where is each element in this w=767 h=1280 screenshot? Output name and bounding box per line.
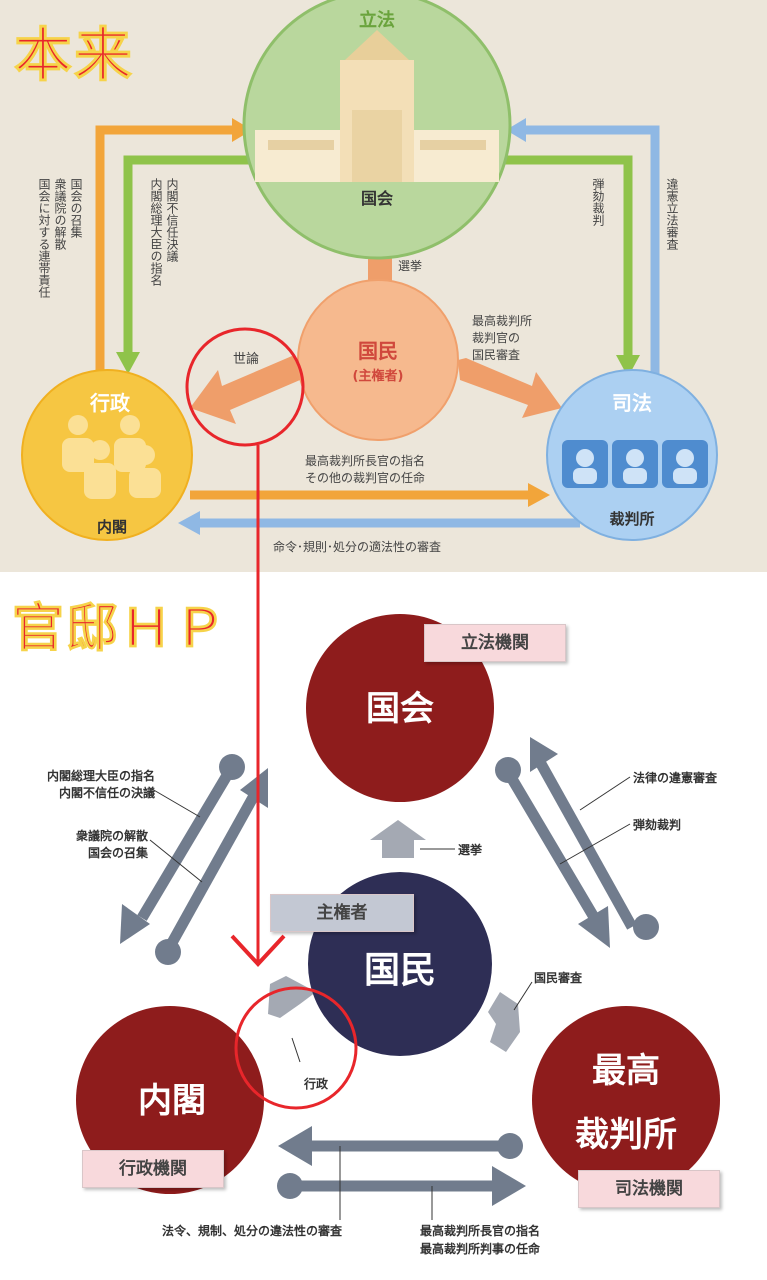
label-people-to-judiciary-3: 国民審査 — [472, 347, 520, 362]
legislature-title: 立法 — [359, 9, 395, 31]
arrow-legislature-to-judiciary — [502, 155, 633, 358]
arrowhead-judiciary-to-executive — [178, 511, 200, 535]
diet-label: 国会 — [366, 689, 434, 729]
arrowhead-legislature-to-judiciary — [616, 355, 640, 377]
label-people-to-judiciary-1: 最高裁判所 — [472, 313, 532, 328]
label-legislature-to-judiciary: 弾劾裁判 — [591, 178, 605, 227]
arrowhead-legislature-to-executive — [116, 352, 140, 374]
label-executive-to-legislature-1: 国会の召集 — [69, 178, 83, 238]
arrow-people-to-diet — [370, 820, 426, 858]
leader-lines — [149, 776, 631, 1220]
annot-diet-to-court: 弾劾裁判 — [633, 817, 681, 832]
people-subtitle: (主権者) — [353, 368, 404, 384]
arrowhead-judiciary-to-legislature — [506, 118, 526, 142]
executive-label: 内閣 — [97, 518, 127, 536]
court-circle — [532, 1006, 720, 1194]
heading-original: 本来 — [13, 21, 135, 90]
label-executive-to-judiciary-1: 最高裁判所長官の指名 — [305, 453, 425, 468]
people-label: 国民 — [364, 950, 436, 991]
tag-executive-organ: 行政機関 — [82, 1150, 224, 1188]
tag-sovereign: 主権者 — [270, 894, 414, 932]
cabinet-people-icon — [62, 415, 161, 499]
cabinet-label: 内閣 — [138, 1081, 206, 1121]
tag-judicial-organ: 司法機関 — [578, 1170, 720, 1208]
original-diagram-panel: 立法 国会 国民 (主権者) 行政 内閣 司法 裁判所 選挙 世論 最高裁判所 … — [0, 0, 767, 572]
arrow-judiciary-to-legislature — [526, 125, 660, 378]
court-label-line1: 最高 — [592, 1051, 660, 1091]
label-people-to-judiciary-2: 裁判官の — [472, 330, 520, 345]
arrow-diet-to-cabinet — [120, 754, 245, 944]
tag-legislative-organ: 立法機関 — [424, 624, 566, 662]
label-legislature-to-executive-1: 内閣不信任決議 — [165, 178, 179, 262]
annot-cabinet-to-court-2: 最高裁判所判事の任命 — [420, 1241, 541, 1256]
arrowhead-executive-to-legislature — [232, 118, 252, 142]
arrow-cabinet-to-diet — [155, 768, 268, 965]
annot-administration: 行政 — [303, 1076, 329, 1091]
arrow-legislature-to-executive — [123, 155, 255, 355]
label-executive-to-judiciary-2: その他の裁判官の任命 — [305, 470, 425, 485]
court-label-line2: 裁判所 — [575, 1115, 677, 1155]
arrow-people-to-judiciary — [458, 358, 562, 418]
bottom-diagram-svg: 国会 国民 内閣 最高 裁判所 内閣総理大臣の指名 内閣不信任の決議 衆議院の解… — [47, 614, 720, 1256]
label-election: 選挙 — [398, 259, 422, 273]
arrow-court-to-cabinet — [278, 1126, 523, 1166]
top-diagram-svg: 立法 国会 国民 (主権者) 行政 内閣 司法 裁判所 選挙 世論 最高裁判所 … — [21, 0, 718, 554]
annot-diet-to-cabinet-2: 内閣不信任の決議 — [59, 785, 155, 800]
highlight-circle-administration — [234, 986, 358, 1110]
annot-cabinet-to-diet-1: 衆議院の解散 — [76, 828, 149, 843]
label-judiciary-to-executive: 命令･規則･処分の適法性の審査 — [273, 539, 441, 554]
annot-diet-to-cabinet-1: 内閣総理大臣の指名 — [47, 768, 155, 783]
label-executive-to-legislature-3: 国会に対する連帯責任 — [37, 178, 51, 299]
label-judiciary-to-legislature: 違憲立法審査 — [665, 178, 679, 250]
annot-election: 選挙 — [458, 842, 483, 857]
arrow-executive-to-legislature — [95, 125, 232, 375]
arrowhead-executive-to-judiciary — [528, 483, 550, 507]
judiciary-title: 司法 — [612, 391, 652, 415]
highlight-circle-public-opinion — [185, 327, 305, 447]
cabinet-circle — [76, 1006, 264, 1194]
arrow-diet-to-court — [495, 757, 610, 948]
judges-icon — [562, 440, 708, 488]
label-public-opinion: 世論 — [233, 351, 259, 367]
annot-court-to-diet: 法律の違憲審査 — [633, 770, 718, 785]
arrow-cabinet-to-court — [277, 1166, 526, 1206]
diet-building-roof — [345, 30, 409, 60]
annot-court-to-cabinet: 法令、規制、処分の違法性の審査 — [162, 1223, 343, 1238]
kantei-diagram-panel: 国会 国民 内閣 最高 裁判所 内閣総理大臣の指名 内閣不信任の決議 衆議院の解… — [0, 572, 767, 1280]
judiciary-label: 裁判所 — [609, 510, 654, 528]
annot-cabinet-to-court-1: 最高裁判所長官の指名 — [420, 1223, 540, 1238]
legislature-label: 国会 — [361, 189, 393, 208]
executive-title: 行政 — [89, 391, 131, 415]
arrow-court-to-diet — [530, 737, 659, 940]
arrow-people-to-cabinet — [268, 976, 316, 1018]
arrow-people-to-court — [488, 992, 520, 1052]
label-executive-to-legislature-2: 衆議院の解散 — [53, 178, 67, 251]
label-legislature-to-executive-2: 内閣総理大臣の指名 — [149, 178, 163, 286]
people-title: 国民 — [358, 339, 398, 363]
annot-cabinet-to-diet-2: 国会の召集 — [88, 845, 149, 860]
arrow-people-to-executive — [190, 356, 300, 424]
annot-people-review: 国民審査 — [534, 970, 583, 985]
heading-kantei: 官邸ＨＰ — [11, 599, 229, 660]
